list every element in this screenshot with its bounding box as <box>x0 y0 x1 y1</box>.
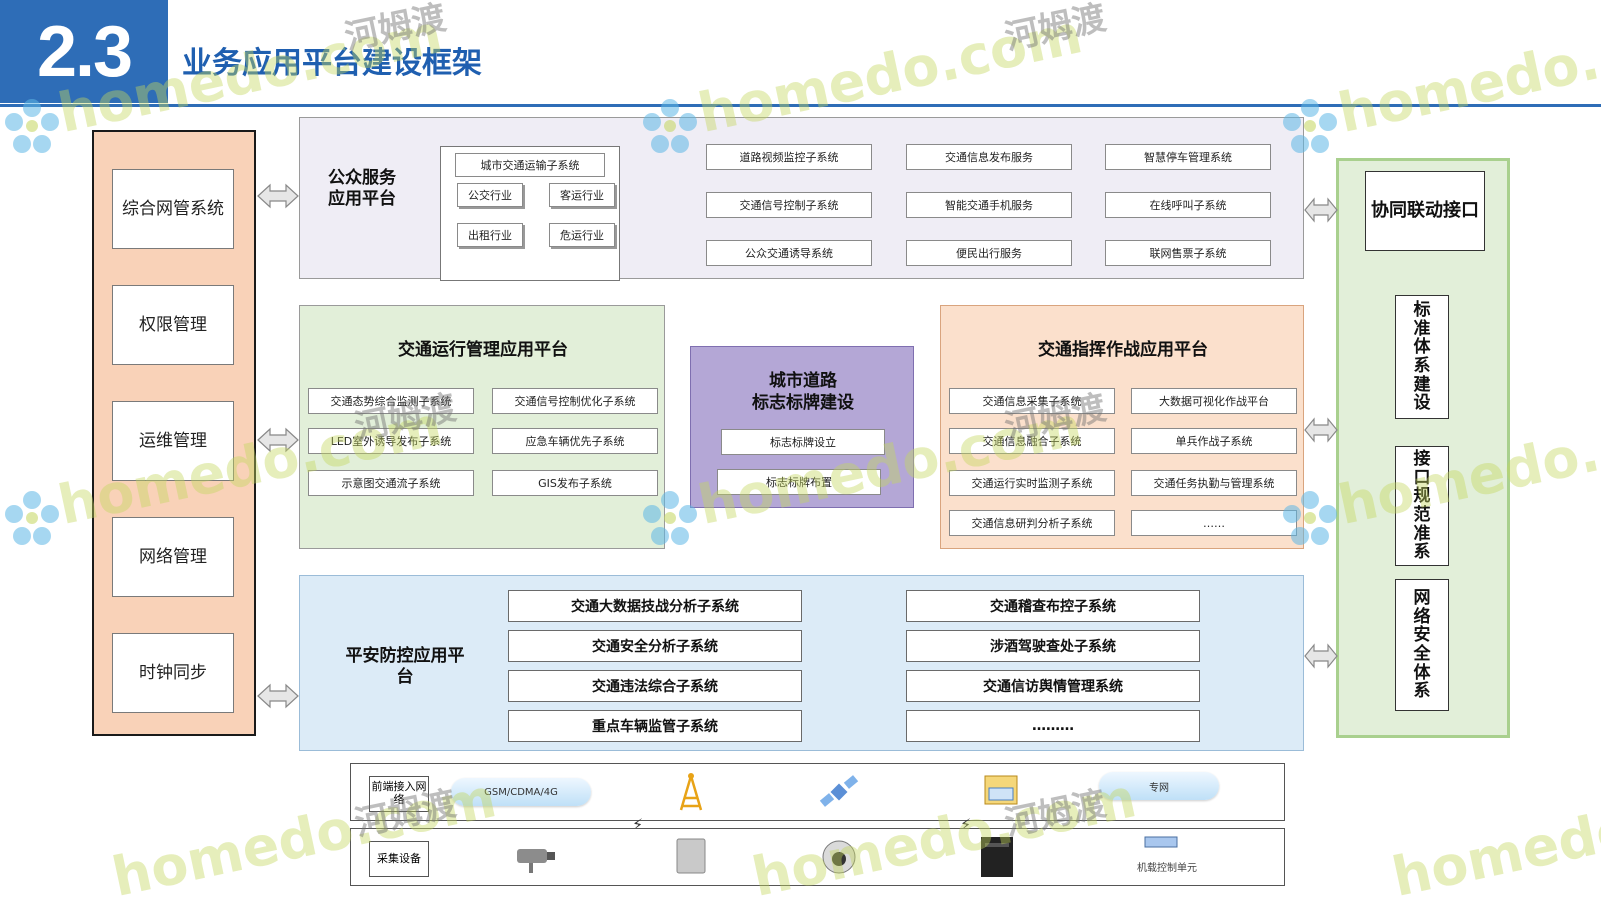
left-item-network: 网络管理 <box>112 517 234 597</box>
road-signs-title-line2: 标志标牌建设 <box>752 393 854 413</box>
double-arrow-icon <box>257 427 299 453</box>
device-box-icon <box>981 837 1013 877</box>
public-col2-item-1: 交通信息发布服务 <box>906 144 1072 170</box>
ops-left-item-3: 示意图交通流子系统 <box>308 470 474 496</box>
switch-icon <box>984 775 1018 805</box>
public-col1-item-3: 公众交通诱导系统 <box>706 240 872 266</box>
command-left-item-1: 交通信息采集子系统 <box>949 388 1115 414</box>
safety-left-item-3: 交通违法综合子系统 <box>508 670 802 702</box>
double-arrow-icon <box>1304 643 1338 669</box>
watermark-flower-icon <box>5 491 59 545</box>
ops-left-item-2: LED室外诱导发布子系统 <box>308 428 474 454</box>
watermark-flower-icon <box>1283 99 1337 153</box>
group-item-hazmat: 危运行业 <box>549 223 615 247</box>
safety-platform: 平安防控应用平台 交通大数据技战分析子系统 交通安全分析子系统 交通违法综合子系… <box>299 575 1304 751</box>
watermark-flower-icon <box>643 99 697 153</box>
collection-device-row: 采集设备 机载控制单元 <box>350 828 1285 886</box>
public-col3-item-3: 联网售票子系统 <box>1105 240 1271 266</box>
safety-right-item-1: 交通稽查布控子系统 <box>906 590 1200 622</box>
antenna-tower-icon <box>679 773 703 811</box>
public-platform-title: 公众服务应用平台 <box>328 168 396 210</box>
traffic-ops-title: 交通运行管理应用平台 <box>398 340 568 360</box>
control-unit-icon <box>1144 836 1178 848</box>
watermark-flower-icon <box>5 99 59 153</box>
public-col2-item-3: 便民出行服务 <box>906 240 1072 266</box>
safety-left-item-4: 重点车辆监管子系统 <box>508 710 802 742</box>
urban-transport-group-title: 城市交通运输子系统 <box>455 153 605 177</box>
left-item-permission: 权限管理 <box>112 285 234 365</box>
watermark-flower-icon <box>1283 491 1337 545</box>
command-title: 交通指挥作战应用平台 <box>1038 340 1208 360</box>
double-arrow-icon <box>257 683 299 709</box>
double-arrow-icon <box>257 183 299 209</box>
section-number: 2.3 <box>0 0 168 103</box>
right-item-security: 网络安全体系 <box>1395 579 1449 711</box>
command-left-item-2: 交通信息融合子系统 <box>949 428 1115 454</box>
safety-left-item-1: 交通大数据技战分析子系统 <box>508 590 802 622</box>
ops-right-item-3: GIS发布子系统 <box>492 470 658 496</box>
left-item-ops: 运维管理 <box>112 401 234 481</box>
watermark-text: 河姆渡 <box>1001 0 1110 59</box>
satellite-icon <box>819 775 859 807</box>
command-platform: 交通指挥作战应用平台 交通信息采集子系统 交通信息融合子系统 交通运行实时监测子… <box>940 305 1304 549</box>
group-item-taxi: 出租行业 <box>457 223 523 247</box>
collection-device-label: 采集设备 <box>369 841 429 877</box>
public-col3-item-1: 智慧停车管理系统 <box>1105 144 1271 170</box>
left-item-clock: 时钟同步 <box>112 633 234 713</box>
watermark-flower-icon <box>643 491 697 545</box>
safety-title: 平安防控应用平台 <box>345 646 465 688</box>
right-item-collab-interface: 协同联动接口 <box>1365 171 1485 251</box>
public-col1-item-2: 交通信号控制子系统 <box>706 192 872 218</box>
command-right-item-1: 大数据可视化作战平台 <box>1131 388 1297 414</box>
watermark-text: homedo.com <box>1332 2 1601 145</box>
command-left-item-4: 交通信息研判分析子系统 <box>949 510 1115 536</box>
safety-right-item-2: 涉酒驾驶查处子系统 <box>906 630 1200 662</box>
right-item-standards: 标准体系建设 <box>1395 295 1449 419</box>
network-access-row: 前端接入网络 GSM/CDMA/4G 专网 <box>350 763 1285 821</box>
safety-right-item-3: 交通信访舆情管理系统 <box>906 670 1200 702</box>
header-divider <box>0 104 1601 107</box>
lightning-icon: ⚡ <box>632 815 644 834</box>
urban-transport-group: 城市交通运输子系统 公交行业 客运行业 出租行业 危运行业 <box>440 146 620 281</box>
double-arrow-icon <box>1304 197 1338 223</box>
right-item-interface-spec: 接口规范准系 <box>1395 446 1449 566</box>
left-management-column: 综合网管系统 权限管理 运维管理 网络管理 时钟同步 <box>92 130 256 736</box>
left-item-network-mgmt-system: 综合网管系统 <box>112 169 234 249</box>
dome-camera-icon <box>822 840 856 874</box>
double-arrow-icon <box>1304 417 1338 443</box>
camera-icon <box>517 849 555 873</box>
traffic-ops-platform: 交通运行管理应用平台 交通态势综合监测子系统 LED室外诱导发布子系统 示意图交… <box>299 305 665 549</box>
public-col1-item-1: 道路视频监控子系统 <box>706 144 872 170</box>
public-col2-item-2: 智能交通手机服务 <box>906 192 1072 218</box>
ops-right-item-1: 交通信号控制优化子系统 <box>492 388 658 414</box>
public-service-platform: 公众服务应用平台 城市交通运输子系统 公交行业 客运行业 出租行业 危运行业 道… <box>299 117 1304 281</box>
ops-left-item-1: 交通态势综合监测子系统 <box>308 388 474 414</box>
page-title: 业务应用平台建设框架 <box>182 46 482 81</box>
command-right-item-4: …… <box>1131 510 1297 536</box>
watermark-text: homedo.com <box>1386 766 1601 909</box>
public-col3-item-2: 在线呼叫子系统 <box>1105 192 1271 218</box>
road-signs-title-line1: 城市道路 <box>769 371 837 391</box>
network-access-label: 前端接入网络 <box>369 776 429 812</box>
ops-right-item-2: 应急车辆优先子系统 <box>492 428 658 454</box>
lightning-icon: ⚡ <box>960 815 972 834</box>
command-right-item-2: 单兵作战子系统 <box>1131 428 1297 454</box>
radar-panel-icon <box>676 838 706 874</box>
group-item-coach: 客运行业 <box>549 183 615 207</box>
safety-left-item-2: 交通安全分析子系统 <box>508 630 802 662</box>
cloud-icon: GSM/CDMA/4G <box>451 778 591 806</box>
command-left-item-3: 交通运行实时监测子系统 <box>949 470 1115 496</box>
right-interface-column: 协同联动接口 标准体系建设 接口规范准系 网络安全体系 <box>1336 158 1510 738</box>
cloud-icon: 专网 <box>1099 772 1219 800</box>
command-right-item-3: 交通任务执勤与管理系统 <box>1131 470 1297 496</box>
road-signs-item-1: 标志标牌设立 <box>721 429 885 455</box>
group-item-bus: 公交行业 <box>457 183 523 207</box>
road-signs-item-2: 标志标牌布置 <box>717 469 881 495</box>
road-signs-panel: 城市道路 标志标牌建设 标志标牌设立 标志标牌布置 <box>690 346 914 508</box>
safety-right-item-4: ……… <box>906 710 1200 742</box>
control-unit-label: 机载控制单元 <box>1137 863 1197 874</box>
